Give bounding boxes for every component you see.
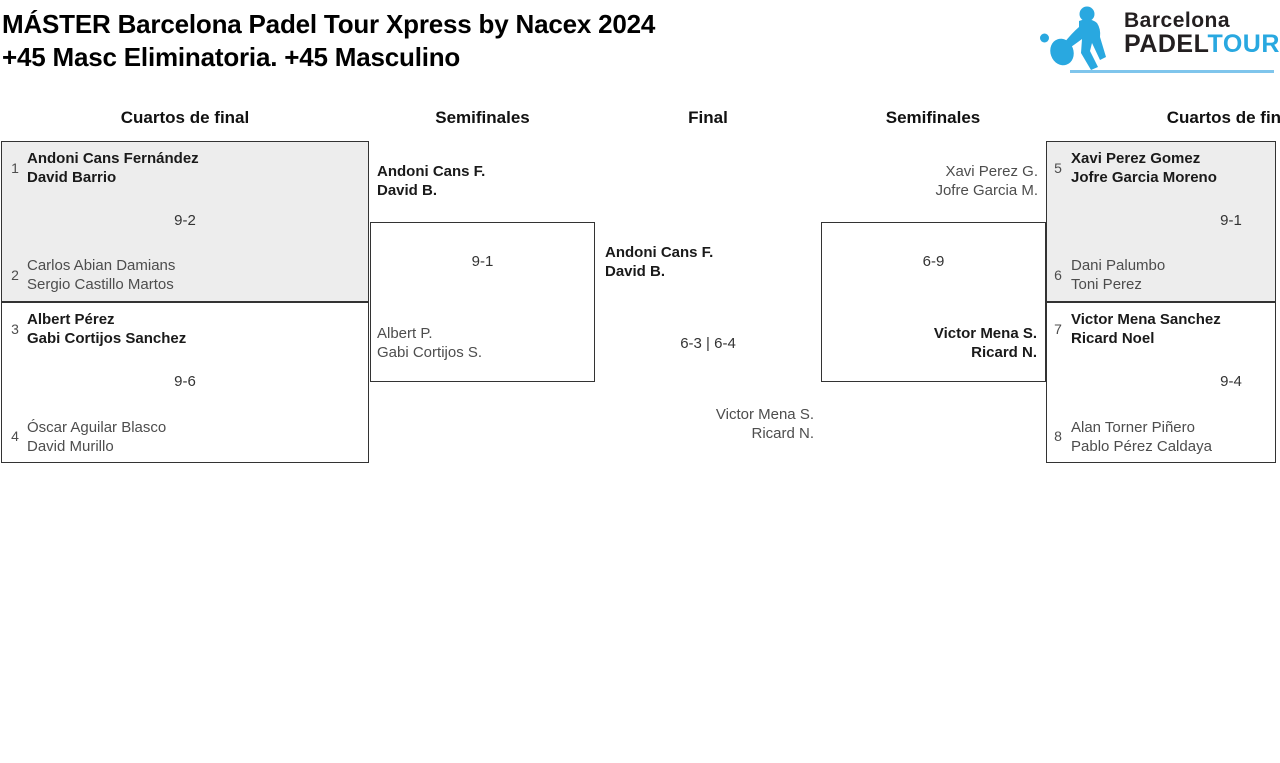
title-line-2: +45 Masc Eliminatoria. +45 Masculino — [2, 42, 461, 72]
player-name: Xavi Perez G. — [945, 163, 1038, 180]
round-header-quarterfinals-left: Cuartos de final — [120, 108, 250, 127]
barcelona-padel-tour-logo: Barcelona PADELTOUR — [1040, 5, 1279, 75]
round-header-semifinals-left: Semifinales — [435, 108, 530, 127]
match-box-qf4 — [1046, 302, 1276, 463]
qf2-seed-bottom: 4 — [11, 428, 19, 444]
qf2-score: 9-6 — [174, 373, 196, 390]
player-name: Jofre Garcia M. — [935, 182, 1038, 199]
player-name: Óscar Aguilar Blasco — [27, 419, 167, 436]
match-box-qf3 — [1046, 141, 1276, 302]
sf-left-loser-team: Albert P. Gabi Cortijos S. — [377, 324, 482, 362]
final-winner-team: Andoni Cans F. David B. — [605, 243, 713, 281]
qf1-team-bottom: Carlos Abian Damians Sergio Castillo Mar… — [27, 256, 175, 294]
player-name: Victor Mena Sanchez — [1071, 311, 1221, 328]
final-score: 6-3 | 6-4 — [680, 335, 736, 352]
qf2-seed-top: 3 — [11, 321, 19, 337]
qf3-seed-bottom: 6 — [1054, 267, 1062, 283]
match-box-sf-left — [370, 222, 595, 382]
logo-word-padel: PADEL — [1124, 30, 1208, 58]
qf3-score: 9-1 — [1220, 212, 1242, 229]
player-name: Carlos Abian Damians — [27, 257, 176, 274]
sf-right-score: 6-9 — [922, 253, 945, 270]
player-name: Andoni Cans F. — [605, 244, 714, 261]
qf4-team-bottom: Alan Torner Piñero Pablo Pérez Caldaya — [1071, 418, 1212, 456]
qf3-team-top: Xavi Perez Gomez Jofre Garcia Moreno — [1071, 149, 1217, 187]
player-name: David B. — [377, 182, 438, 199]
player-name: Alan Torner Piñero — [1071, 419, 1195, 436]
player-name: David Barrio — [27, 169, 117, 186]
match-box-sf-right — [821, 222, 1046, 382]
qf3-team-bottom: Dani Palumbo Toni Perez — [1071, 256, 1165, 294]
player-name: Gabi Cortijos Sanchez — [27, 330, 187, 347]
player-name: Dani Palumbo — [1071, 257, 1166, 274]
qf4-score: 9-4 — [1220, 373, 1242, 390]
match-box-qf2 — [1, 302, 369, 463]
player-name: Andoni Cans Fernández — [27, 150, 199, 167]
qf1-seed-bottom: 2 — [11, 267, 19, 283]
player-name: Andoni Cans F. — [377, 163, 486, 180]
player-name: Xavi Perez Gomez — [1071, 150, 1201, 167]
sf-right-winner-team: Victor Mena S. Ricard N. — [822, 324, 1037, 362]
player-name: Pablo Pérez Caldaya — [1071, 438, 1212, 455]
final-loser-team: Victor Mena S. Ricard N. — [600, 405, 814, 443]
sf-left-winner-team: Andoni Cans F. David B. — [377, 162, 485, 200]
player-name: David Murillo — [27, 438, 114, 455]
qf1-seed-top: 1 — [11, 160, 19, 176]
player-name: Albert Pérez — [27, 311, 115, 328]
qf4-seed-top: 7 — [1054, 321, 1062, 337]
padel-player-icon — [1040, 6, 1106, 70]
logo-word-padeltour: PADELTOUR — [1124, 32, 1280, 57]
logo-underline — [1070, 70, 1274, 73]
player-name: David B. — [605, 263, 666, 280]
qf1-score: 9-2 — [174, 212, 196, 229]
logo-text: Barcelona PADELTOUR — [1124, 9, 1280, 57]
player-name: Ricard N. — [971, 344, 1037, 361]
match-box-qf1 — [1, 141, 369, 302]
qf2-team-bottom: Óscar Aguilar Blasco David Murillo — [27, 418, 166, 456]
qf4-seed-bottom: 8 — [1054, 428, 1062, 444]
player-name: Ricard N. — [751, 425, 814, 442]
round-header-quarterfinals-right: Cuartos de final — [1166, 108, 1280, 127]
logo-word-tour: TOUR — [1207, 30, 1280, 58]
player-name: Toni Perez — [1071, 276, 1142, 293]
player-name: Sergio Castillo Martos — [27, 276, 174, 293]
qf4-team-top: Victor Mena Sanchez Ricard Noel — [1071, 310, 1221, 348]
player-name: Jofre Garcia Moreno — [1071, 169, 1217, 186]
logo-word-barcelona: Barcelona — [1124, 9, 1231, 32]
player-name: Gabi Cortijos S. — [377, 344, 483, 361]
sf-right-loser-team: Xavi Perez G. Jofre Garcia M. — [822, 162, 1038, 200]
page-title: MÁSTER Barcelona Padel Tour Xpress by Na… — [2, 8, 655, 74]
player-name: Albert P. — [377, 325, 433, 342]
player-name: Ricard Noel — [1071, 330, 1155, 347]
title-line-1: MÁSTER Barcelona Padel Tour Xpress by Na… — [2, 9, 656, 39]
player-name: Victor Mena S. — [933, 325, 1037, 342]
round-header-final: Final — [688, 108, 728, 127]
round-header-semifinals-right: Semifinales — [885, 108, 981, 127]
player-name: Victor Mena S. — [715, 406, 814, 423]
qf3-seed-top: 5 — [1054, 160, 1062, 176]
qf1-team-top: Andoni Cans Fernández David Barrio — [27, 149, 199, 187]
sf-left-score: 9-1 — [471, 253, 494, 270]
qf2-team-top: Albert Pérez Gabi Cortijos Sanchez — [27, 310, 186, 348]
